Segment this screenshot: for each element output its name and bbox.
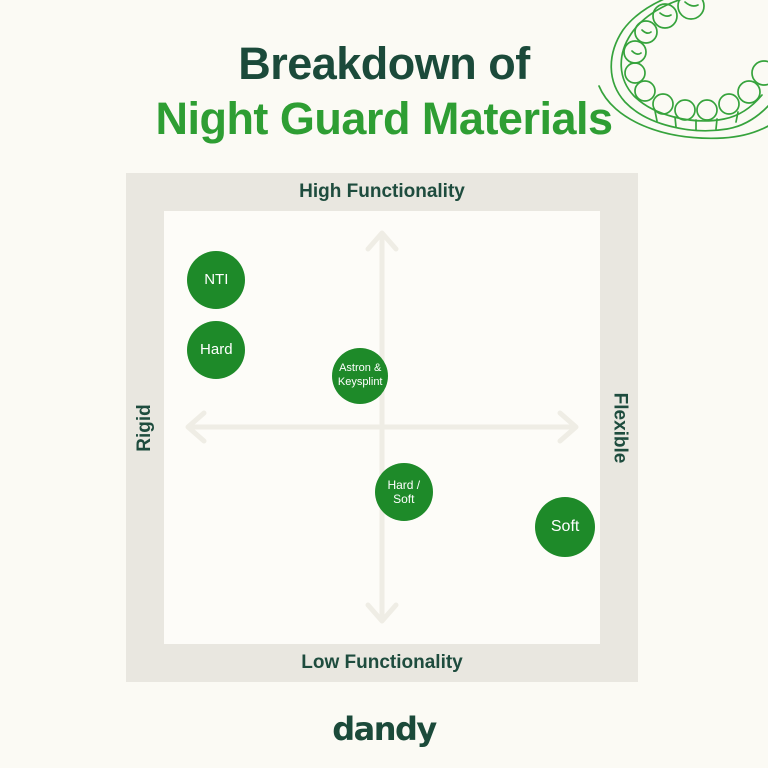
bubble-label: Astron & <box>339 362 382 375</box>
bubble-soft: Soft <box>535 497 596 558</box>
plot-area: NTI Hard Astron & Keysplint Hard / Soft … <box>164 211 600 644</box>
axis-label-rigid-container: Rigid <box>126 211 164 644</box>
bubble-nti: NTI <box>187 251 246 310</box>
bubble-hard: Hard <box>187 320 246 379</box>
page-title: Breakdown of Night Guard Materials <box>0 36 768 146</box>
bubble-label: Hard <box>200 340 233 358</box>
axis-label-low-functionality: Low Functionality <box>301 652 463 673</box>
bubble-label: Soft <box>393 492 415 507</box>
bubble-label: Hard / <box>387 478 421 493</box>
quadrant-chart: High Functionality Low Functionality Rig… <box>126 173 638 682</box>
axis-label-rigid: Rigid <box>134 403 155 452</box>
bubble-hard-soft: Hard / Soft <box>374 463 433 522</box>
night-guard-teeth-icon <box>592 0 768 146</box>
axis-label-high-functionality: High Functionality <box>299 181 465 202</box>
axis-label-flexible-container: Flexible <box>600 211 638 644</box>
bubble-astron-keysplint: Astron & Keysplint <box>332 347 389 404</box>
page-title-line2: Night Guard Materials <box>155 93 613 144</box>
bubble-label: Keysplint <box>337 375 383 388</box>
bubble-label: Soft <box>550 518 580 536</box>
header: Breakdown of Night Guard Materials <box>0 36 768 146</box>
quadrant-axes-arrows-icon <box>185 230 579 624</box>
page-title-line1: Breakdown of <box>238 38 530 89</box>
dandy-logo: dandy <box>332 710 437 748</box>
bubble-label: NTI <box>204 271 229 289</box>
footer: dandy <box>0 710 768 748</box>
axis-label-flexible: Flexible <box>609 392 630 463</box>
